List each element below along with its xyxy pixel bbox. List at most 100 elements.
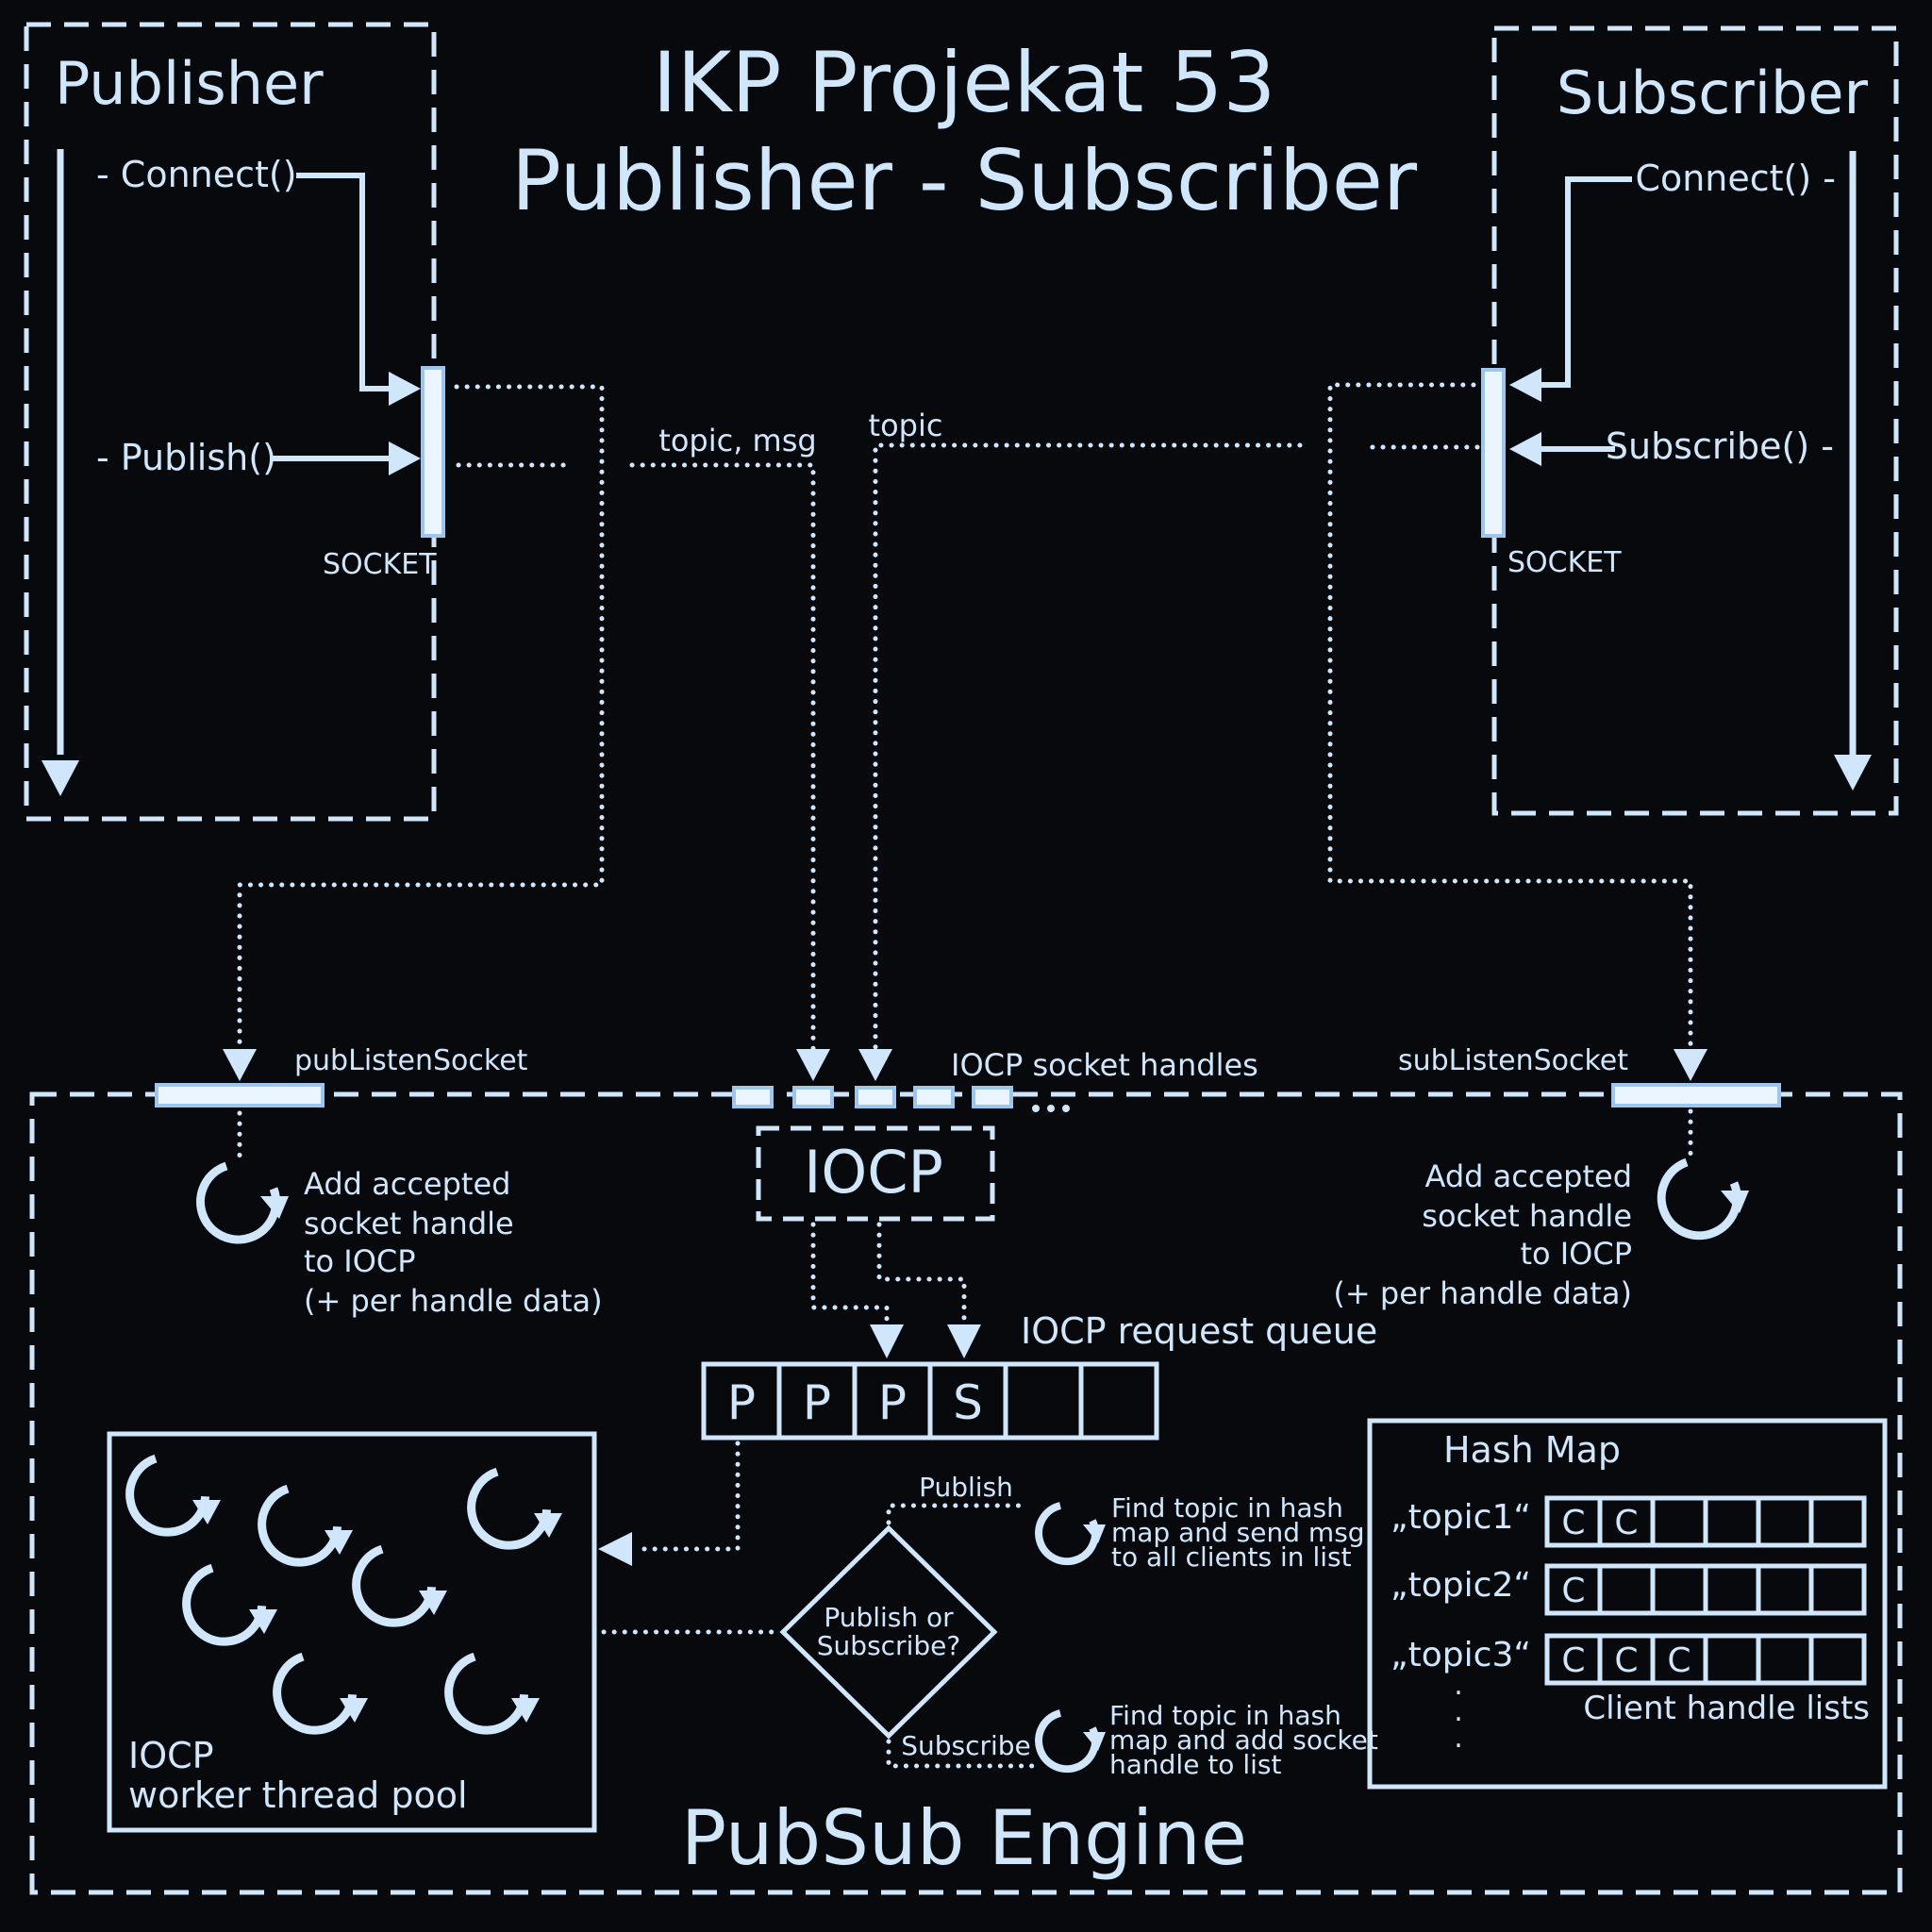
publisten-arrow-icon (223, 1049, 257, 1081)
subscriber-connect-arrow-icon (1509, 368, 1541, 402)
publisher-label: Publisher (55, 49, 324, 118)
client-handle-cell (1756, 1633, 1814, 1686)
iocp-label: IOCP (804, 1138, 943, 1207)
publish-branch-label: Publish (919, 1472, 1013, 1503)
engine-label: PubSub Engine (681, 1794, 1247, 1882)
client-handle-cell (1808, 1633, 1867, 1686)
client-handle-cell (1808, 1495, 1867, 1548)
thread-cycle-icon (444, 1652, 529, 1735)
accept-right-line: (+ per handle data) (1333, 1275, 1632, 1311)
thread-cycle-arrow-icon (192, 1500, 221, 1524)
thread-cycle-icon (273, 1652, 358, 1735)
queue-arrow-icon (870, 1324, 904, 1358)
thread-cycle-arrow-icon (249, 1609, 277, 1634)
accept-left-icon (196, 1161, 289, 1244)
queue-cell-label: S (953, 1375, 983, 1430)
decision-line-2: Subscribe? (817, 1630, 960, 1661)
publisher-box: Publisher - Connect() - Publish() SOCKET (24, 22, 445, 822)
client-handle-cell (1703, 1633, 1761, 1686)
hash-map-title: Hash Map (1443, 1429, 1621, 1471)
publisher-publish-arrow-icon (389, 441, 421, 475)
subscriber-label: Subscriber (1557, 58, 1869, 127)
hash-map-key: „topic2“ (1391, 1566, 1531, 1605)
pool-label-1: IOCP (128, 1735, 214, 1776)
hash-map-key: „topic1“ (1391, 1498, 1531, 1537)
thread-cycle-arrow-icon (511, 1698, 540, 1723)
iocp-box (756, 1125, 995, 1222)
publish-action-line: map and send msg (1111, 1517, 1365, 1548)
thread-cycle-arrow-icon (325, 1530, 353, 1555)
pub-listen-socket-label: pubListenSocket (294, 1044, 528, 1077)
publish-action-line: Find topic in hash (1111, 1492, 1343, 1524)
subscribe-action-line: handle to list (1109, 1749, 1281, 1780)
dotted-connections (237, 382, 1693, 1052)
pool-label-2: worker thread pool (128, 1774, 468, 1816)
subscribe-action-line: Find topic in hash (1109, 1700, 1341, 1731)
thread-cycle-icon (352, 1544, 437, 1627)
accept-right-icon (1657, 1158, 1749, 1241)
title-line-1: IKP Projekat 53 (653, 34, 1276, 131)
thread-cycle-icon (125, 1454, 210, 1537)
client-handle-label: C (1561, 1641, 1585, 1680)
subscriber-connect-label: Connect() - (1635, 158, 1836, 199)
hash-map-ellipsis: . (1454, 1695, 1463, 1728)
queue-cell-label: P (803, 1375, 831, 1430)
iocp-handles-label: IOCP socket handles (951, 1047, 1258, 1083)
client-handle-label: C (1561, 1504, 1585, 1542)
iocp-handle-arrow-icon (796, 1049, 830, 1081)
decision-diamond (779, 1524, 998, 1740)
publisher-connect-arrow-icon (389, 372, 421, 406)
publish-action-line: to all clients in list (1111, 1541, 1352, 1573)
sublisten-arrow-icon (1674, 1049, 1707, 1081)
accept-right-line: to IOCP (1520, 1236, 1632, 1272)
thread-cycle-arrow-icon (340, 1698, 368, 1723)
hash-map-box (1367, 1418, 1888, 1790)
accept-left-line: Add accepted (304, 1166, 510, 1202)
publisher-socket (421, 366, 445, 538)
decision-line-1: Publish or (824, 1602, 954, 1633)
client-handle-label: C (1614, 1641, 1638, 1680)
publisher-publish-label: - Publish() (96, 437, 276, 478)
subscribe-branch-label: Subscribe (901, 1730, 1031, 1761)
worker-thread-icons (125, 1454, 562, 1735)
accept-right-line: Add accepted (1425, 1158, 1632, 1194)
edge-topic-msg-label: topic, msg (658, 423, 816, 458)
publisher-connect-label: - Connect() (96, 154, 297, 195)
subscriber-socket-label: SOCKET (1507, 546, 1622, 579)
client-handle-cell (1808, 1563, 1867, 1616)
iocp-handle-arrow-icon (858, 1049, 892, 1081)
subscriber-socket (1481, 368, 1506, 538)
queue-arrow-icon (947, 1324, 981, 1358)
sub-listen-socket (1611, 1083, 1781, 1108)
client-handle-cell (1756, 1495, 1814, 1548)
thread-cycle-icon (182, 1563, 267, 1646)
subscribe-action-icon (1035, 1709, 1106, 1774)
thread-cycle-arrow-icon (534, 1513, 562, 1538)
client-handle-cell (1597, 1563, 1656, 1616)
pool-arrow-icon (598, 1532, 632, 1566)
subscriber-subscribe-arrow-icon (1509, 432, 1541, 466)
hash-map-ellipsis: . (1454, 1722, 1463, 1755)
client-handle-label: C (1561, 1572, 1585, 1610)
accept-left-line: (+ per handle data) (304, 1283, 603, 1319)
client-handle-cell (1703, 1563, 1761, 1616)
hash-map-ellipsis: . (1454, 1669, 1463, 1702)
client-handle-cell (1756, 1563, 1814, 1616)
pubsub-engine-box (29, 1091, 1903, 1895)
client-handle-cell (1650, 1563, 1708, 1616)
thread-cycle-icon (258, 1484, 342, 1567)
queue-cell-label: P (878, 1375, 907, 1430)
publisher-socket-label: SOCKET (323, 548, 437, 581)
accept-left-line: to IOCP (304, 1243, 416, 1279)
iocp-socket-handles (732, 1086, 1070, 1112)
worker-thread-pool-box (107, 1431, 597, 1833)
sub-listen-socket-label: subListenSocket (1398, 1044, 1628, 1077)
accept-right-line: socket handle (1422, 1198, 1632, 1234)
client-handle-label: C (1614, 1504, 1638, 1542)
title-line-2: Publisher - Subscriber (511, 132, 1418, 229)
thread-cycle-icon (467, 1467, 552, 1550)
subscriber-timeline-arrow-icon (1834, 755, 1872, 791)
subscriber-box: Subscriber Connect() - Subscribe() - SOC… (1481, 25, 1899, 816)
